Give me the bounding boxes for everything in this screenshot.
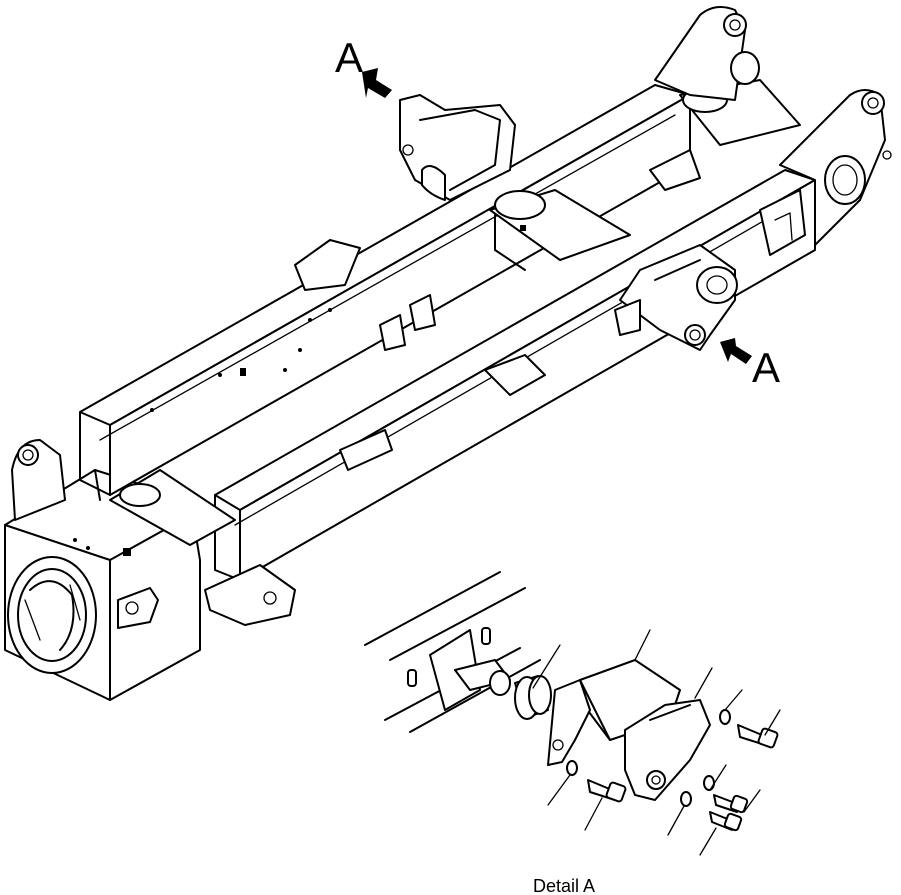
detail-pin-stub — [454, 659, 511, 696]
rear-towers — [654, 5, 892, 256]
callout-right-arrow-icon — [720, 338, 752, 364]
main-frame — [4, 5, 892, 701]
detail-leader-lines — [532, 629, 781, 856]
top-mount-assembly — [399, 94, 516, 201]
detail-bolts — [587, 724, 779, 832]
callout-right: A — [720, 338, 780, 391]
detail-caption: Detail A — [533, 876, 595, 895]
detail-bushing — [514, 675, 552, 720]
detail-a-exploded-view — [364, 571, 781, 856]
detail-rail-segment — [364, 571, 541, 733]
detail-bracket — [624, 699, 711, 801]
callout-top-label: A — [335, 34, 363, 81]
right-mount-assembly — [614, 244, 738, 351]
callout-top-arrow-icon — [362, 68, 392, 98]
callout-right-label: A — [752, 344, 780, 391]
front-housing — [4, 469, 201, 701]
callout-top: A — [335, 34, 392, 98]
underside-brackets — [204, 149, 701, 626]
left-ear — [11, 439, 66, 521]
